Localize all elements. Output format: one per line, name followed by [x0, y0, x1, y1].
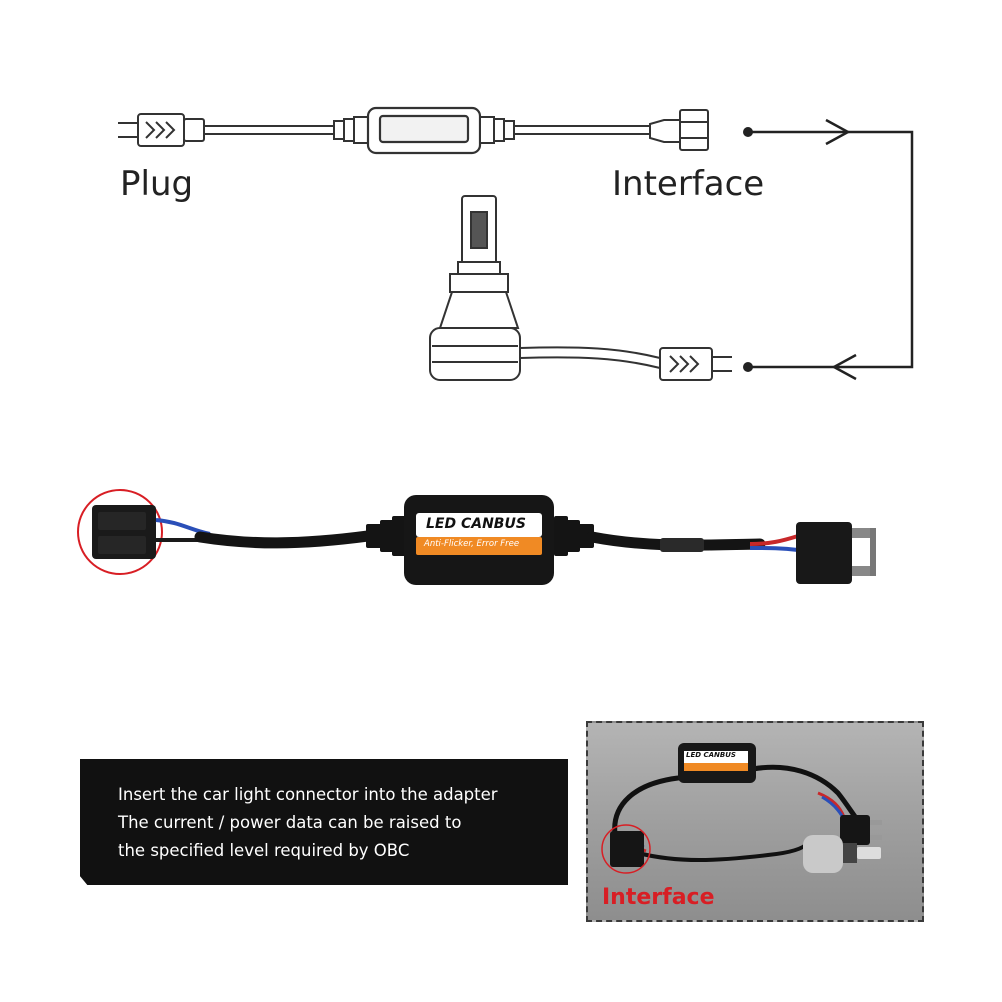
cable-right — [514, 125, 650, 135]
connection-arrow-loop — [748, 118, 914, 381]
cable-left-black — [194, 530, 374, 549]
connection-dot-bottom — [743, 362, 753, 372]
caption-line-3: the specified level required by OBC — [118, 841, 410, 860]
male-plug-icon — [796, 522, 876, 584]
wire-red-right — [749, 534, 799, 546]
caption-box: Insert the car light connector into the … — [80, 759, 568, 885]
canbus-module — [404, 495, 554, 585]
cable-marker — [660, 538, 704, 552]
canbus-harness-illustration — [77, 489, 876, 585]
photo-module-label: LED CANBUS — [686, 751, 736, 759]
caption-line-2: The current / power data can be raised t… — [118, 813, 462, 832]
cable-boot-left — [366, 516, 406, 556]
product-photo-illustration — [601, 743, 882, 874]
connection-dot-top — [743, 127, 753, 137]
plug-connector-icon — [118, 113, 205, 147]
canbus-module-sublabel: Anti-Flicker, Error Free — [424, 539, 520, 549]
bulb-plug-icon — [659, 347, 732, 381]
wiring-schematic — [118, 106, 914, 381]
interface-socket-icon — [649, 109, 709, 151]
cable-strain-relief-right — [479, 116, 515, 144]
photo-interface-label: Interface — [602, 885, 715, 910]
canbus-module-outline — [366, 106, 482, 155]
interface-highlight-circle — [77, 489, 163, 575]
cable-left — [204, 125, 334, 135]
wire-blue-right — [749, 546, 799, 552]
product-photo-inset: LED CANBUS Interface — [586, 721, 924, 922]
canbus-module-label: LED CANBUS — [426, 516, 526, 532]
bulb-cable — [519, 346, 661, 369]
female-socket-icon — [92, 505, 156, 559]
interface-label: Interface — [612, 164, 765, 204]
plug-label: Plug — [120, 164, 194, 204]
led-bulb-icon — [429, 195, 521, 381]
cable-strain-relief-left — [333, 116, 369, 144]
caption-line-1: Insert the car light connector into the … — [118, 785, 498, 804]
